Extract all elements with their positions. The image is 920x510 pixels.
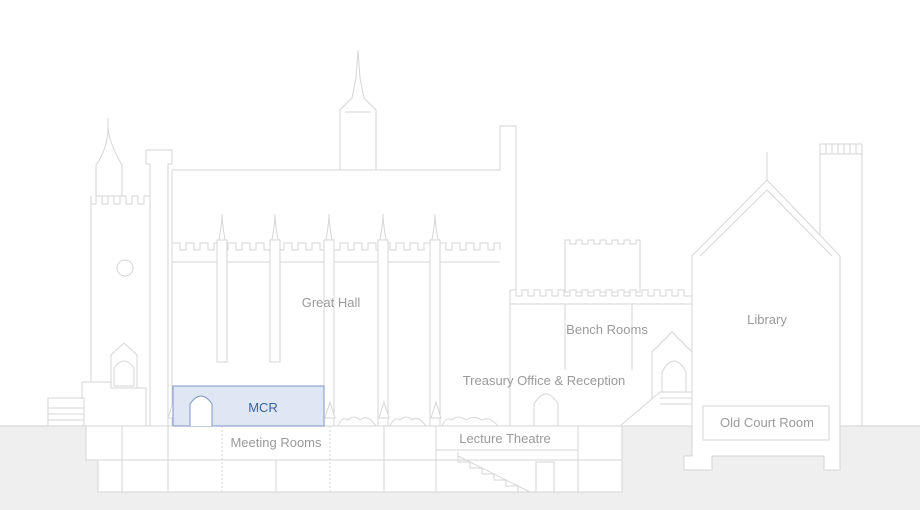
great-hall-label[interactable]: Great Hall xyxy=(302,295,361,310)
basement xyxy=(85,425,623,493)
bench-rooms-label[interactable]: Bench Rooms xyxy=(566,322,648,337)
great-hall-block xyxy=(167,49,517,427)
meeting-rooms-label[interactable]: Meeting Rooms xyxy=(230,435,322,450)
old-court-room-label[interactable]: Old Court Room xyxy=(720,415,814,430)
bench-rooms-block xyxy=(509,239,695,427)
treasury-office-label[interactable]: Treasury Office & Reception xyxy=(463,373,626,388)
library-block xyxy=(683,143,863,471)
library-label[interactable]: Library xyxy=(747,312,787,327)
mcr-doorway xyxy=(189,395,213,426)
lecture-theatre-label[interactable]: Lecture Theatre xyxy=(459,431,551,446)
mcr-label[interactable]: MCR xyxy=(248,400,278,415)
left-tower xyxy=(47,118,173,427)
